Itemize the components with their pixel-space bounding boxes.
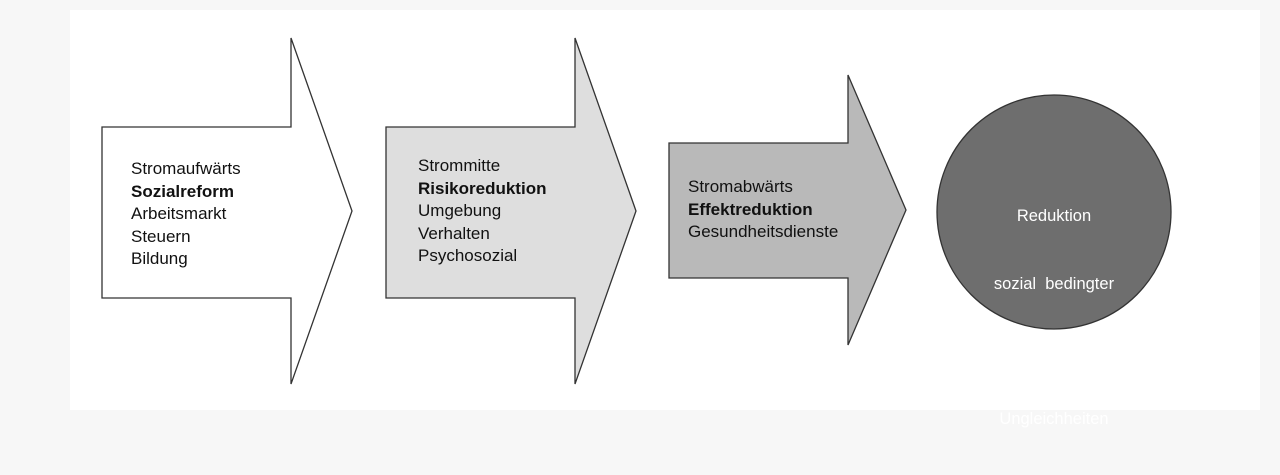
upstream-arrow — [101, 37, 353, 385]
downstream-text: Stromabwärts Effektreduktion Gesundheits… — [688, 176, 838, 244]
outcome-line: sozial bedingter — [993, 274, 1115, 293]
upstream-item: Steuern — [131, 226, 191, 246]
diagram-shapes — [101, 37, 1172, 385]
outcome-line: Reduktion — [1016, 207, 1092, 225]
midstream-arrow — [385, 37, 637, 385]
midstream-text: Strommitte Risikoreduktion Umgebung Verh… — [418, 155, 546, 268]
outcome-line: gesundheitlicher — [993, 342, 1115, 360]
midstream-item: Verhalten — [418, 223, 490, 243]
outcome-line: Ungleichheiten — [999, 409, 1109, 428]
upstream-heading: Stromaufwärts — [131, 159, 241, 178]
outcome-text: Reduktion sozial bedingter gesundheitlic… — [940, 160, 1168, 475]
midstream-heading: Strommitte — [418, 156, 501, 175]
midstream-item: Umgebung — [418, 201, 502, 220]
upstream-text: Stromaufwärts Sozialreform Arbeitsmarkt … — [131, 158, 241, 271]
midstream-item: Psychosozial — [418, 246, 518, 265]
upstream-item: Bildung — [131, 249, 188, 268]
downstream-arrow — [668, 74, 907, 346]
downstream-emphasis: Effektreduktion — [688, 199, 813, 219]
midstream-emphasis: Risikoreduktion — [418, 178, 547, 198]
upstream-item: Arbeitsmarkt — [131, 204, 227, 223]
downstream-heading: Stromabwärts — [688, 177, 793, 196]
diagram-canvas: Stromaufwärts Sozialreform Arbeitsmarkt … — [101, 37, 1172, 385]
downstream-item: Gesundheitsdienste — [688, 222, 839, 241]
upstream-emphasis: Sozialreform — [131, 181, 234, 201]
outcome-circle — [936, 94, 1172, 330]
